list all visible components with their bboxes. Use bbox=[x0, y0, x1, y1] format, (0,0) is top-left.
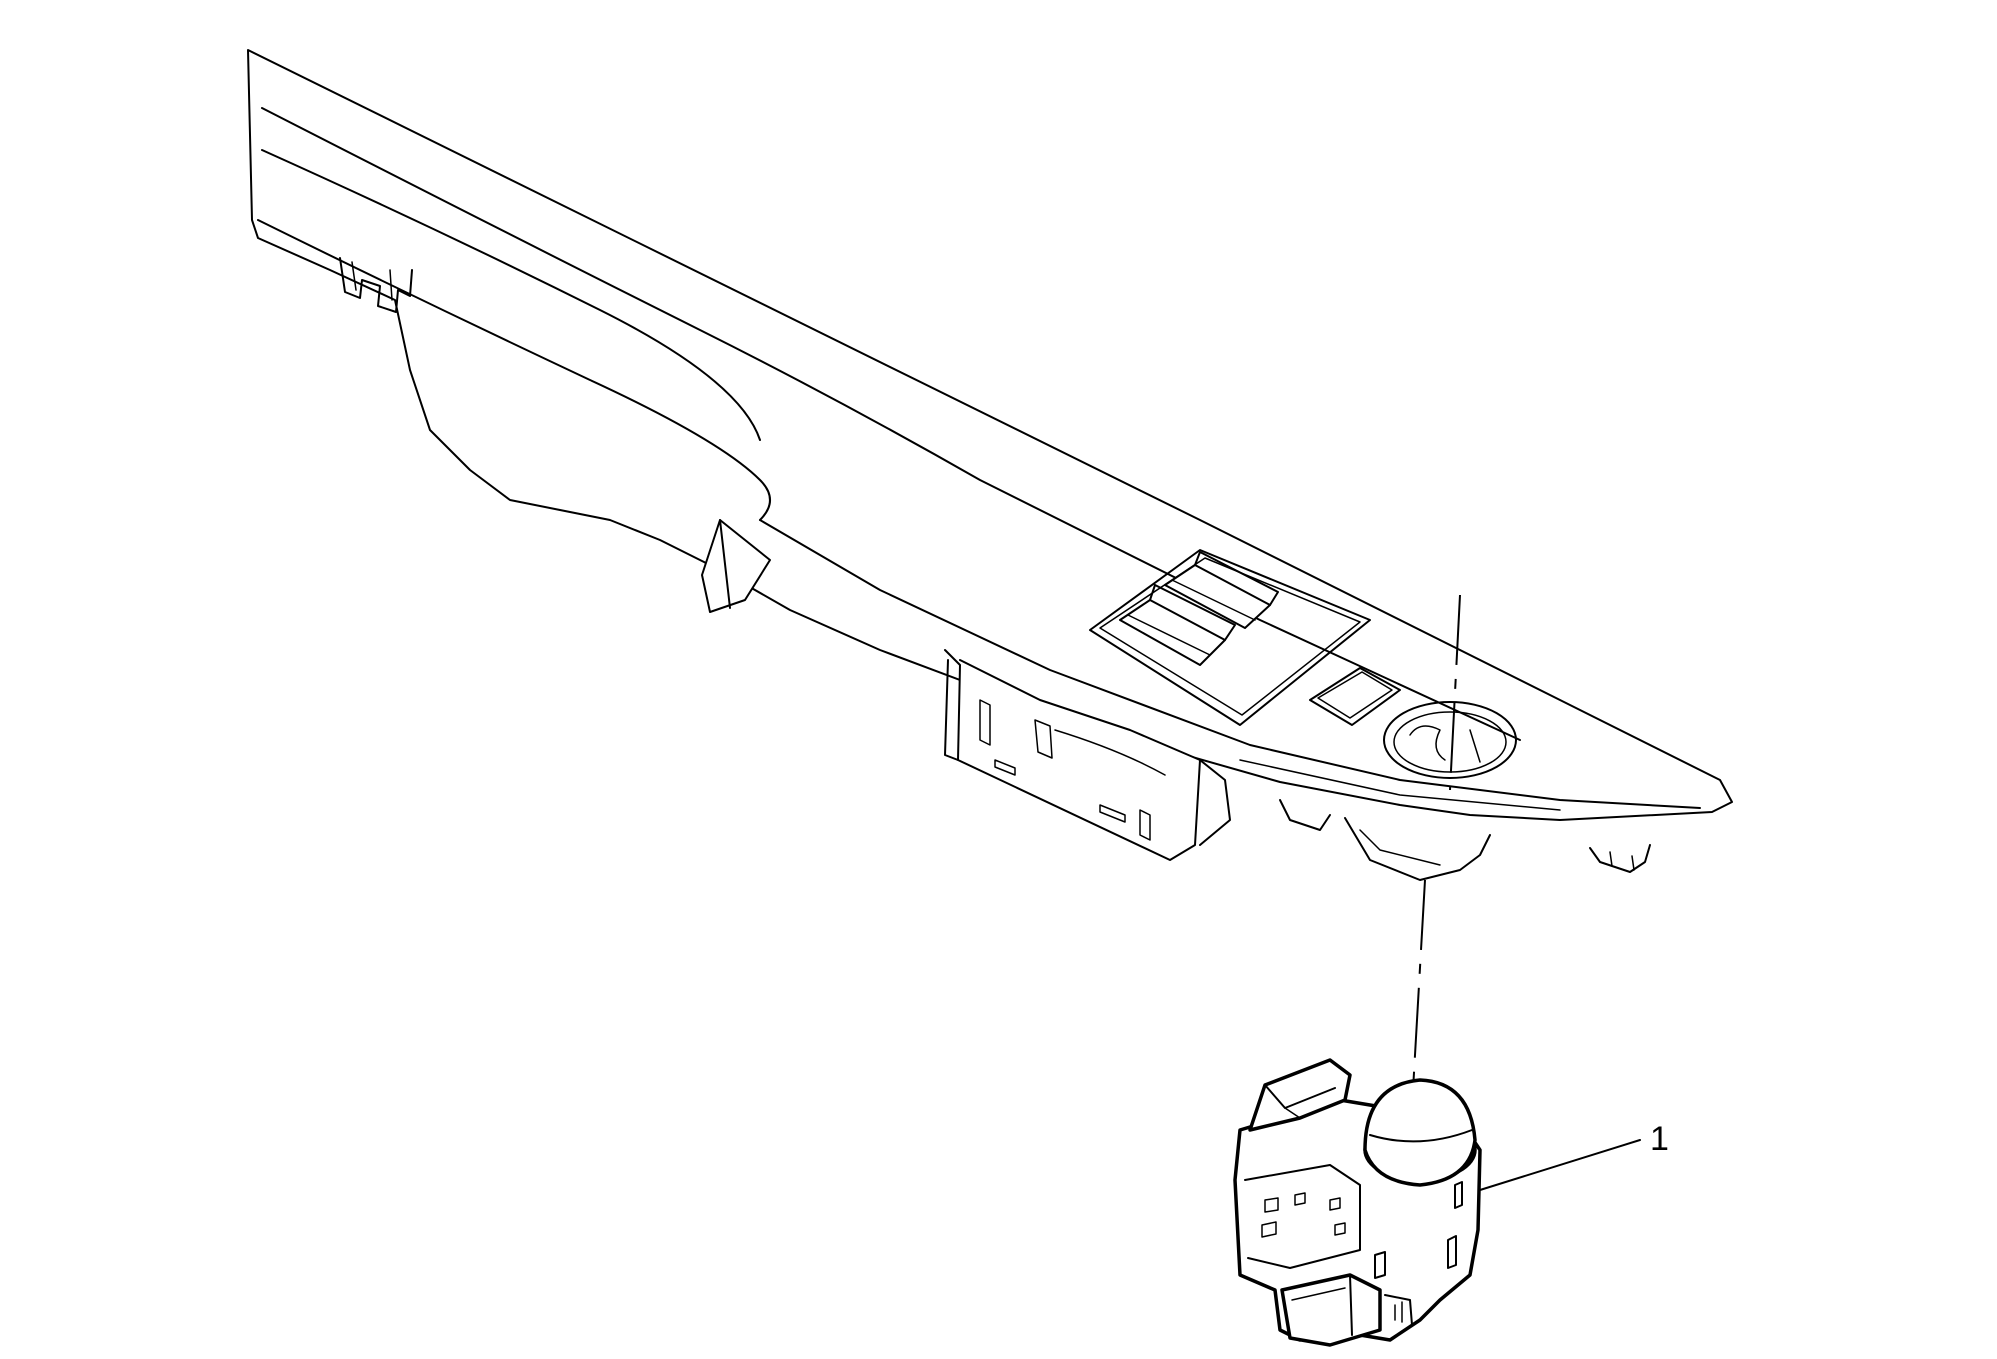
outside-rearview-mirror-switch bbox=[1233, 1058, 1482, 1347]
alignment-centerline bbox=[1412, 594, 1461, 1091]
callout-1: 1 bbox=[1479, 1120, 1669, 1191]
window-switch-bezel bbox=[247, 49, 1733, 881]
callout-leader-line bbox=[1479, 1139, 1641, 1191]
callout-label: 1 bbox=[1650, 1120, 1669, 1158]
